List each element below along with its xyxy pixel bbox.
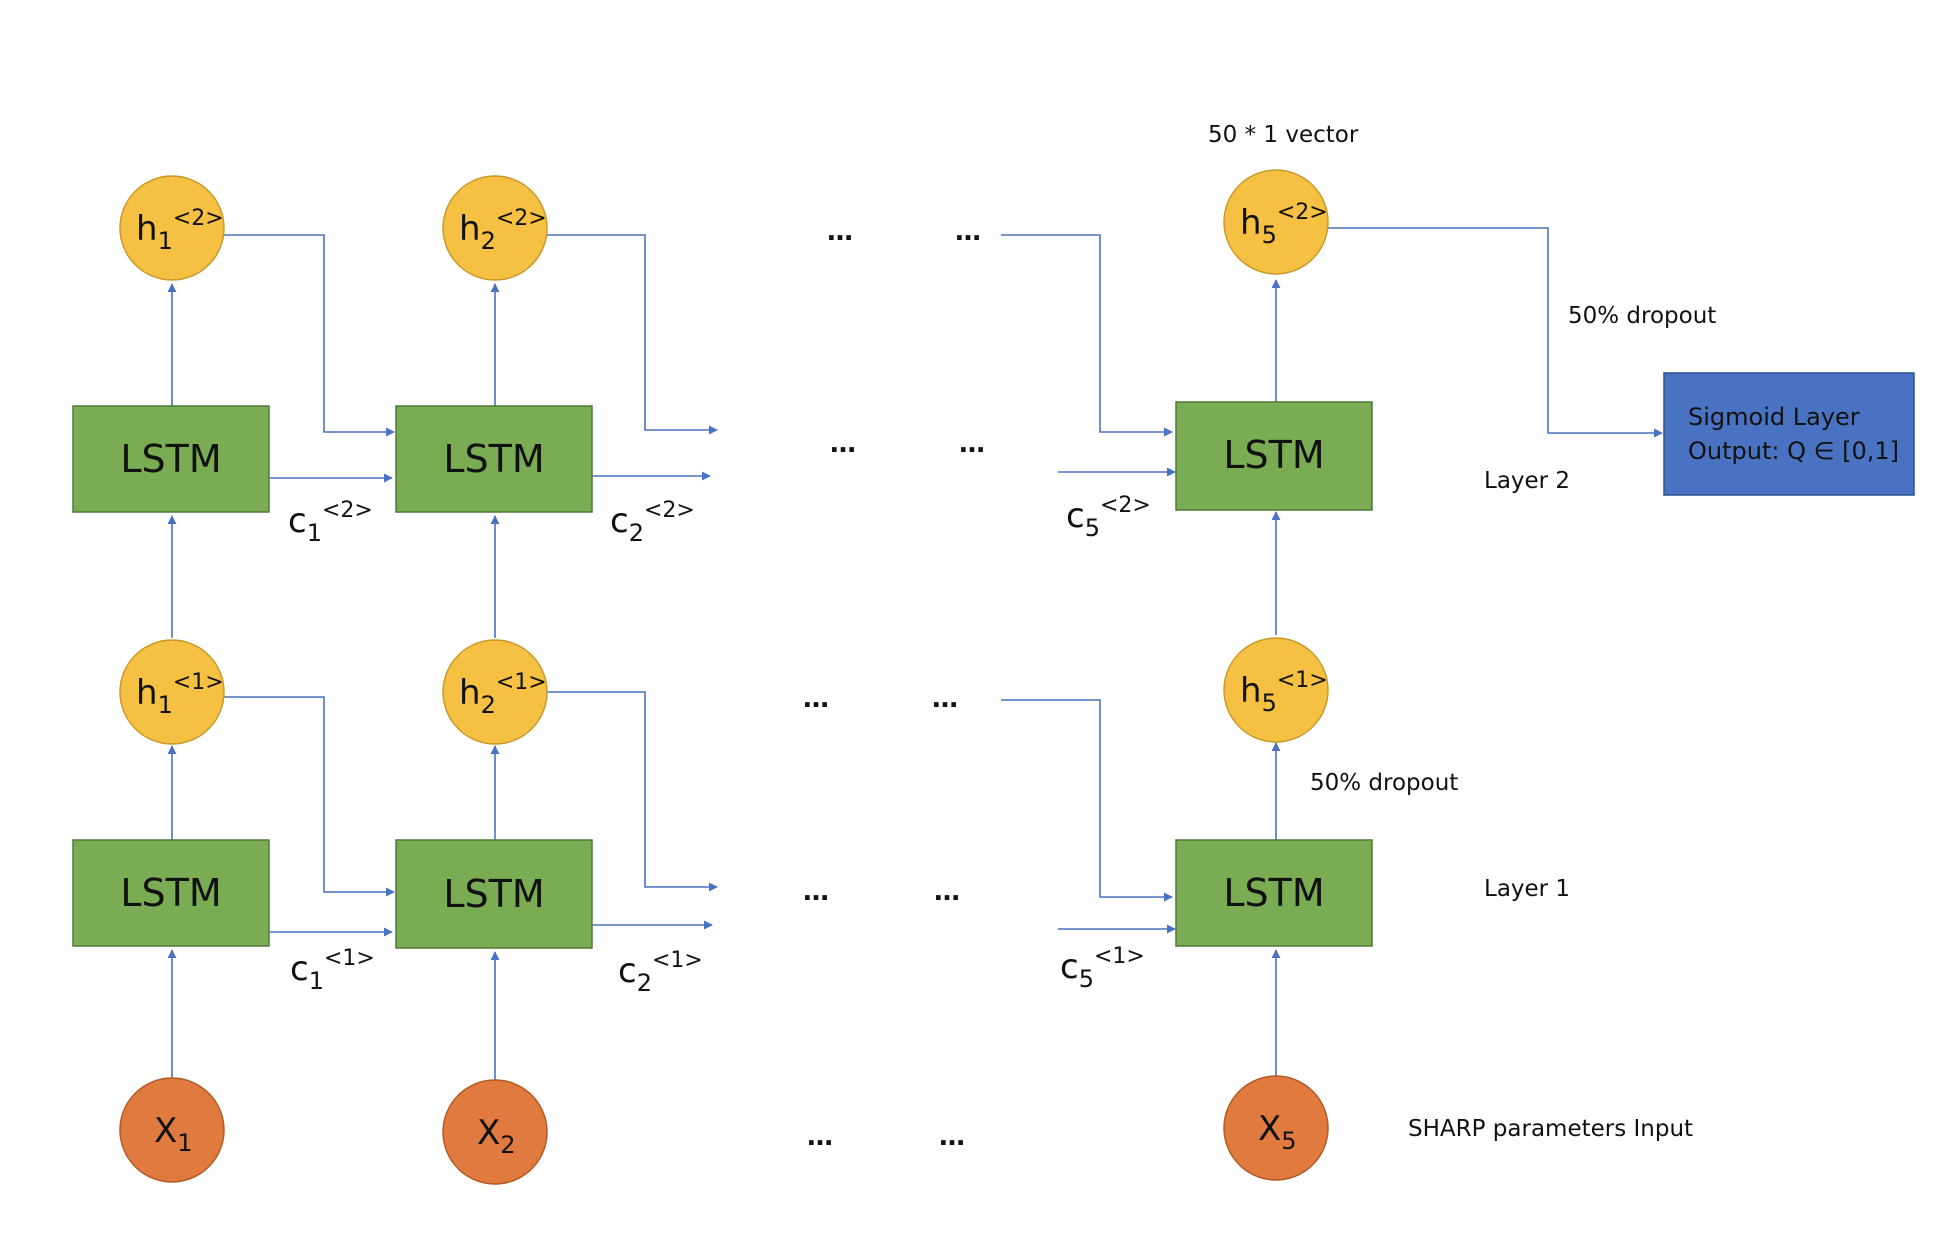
vector-note: 50 * 1 vector	[1208, 122, 1359, 148]
layer1-label: Layer 1	[1484, 876, 1570, 902]
lstm-label: LSTM	[1223, 871, 1324, 915]
lstm-layer1: LSTM LSTM LSTM	[72, 839, 1373, 949]
nodes: h1<2> h2<2> h5<2> h1<1> h2<1> h5<1> X1 X2 X5	[119, 169, 1329, 1185]
cell-state-layer1-label-1: c1<1>	[290, 946, 375, 995]
ellipsis: …	[939, 1122, 965, 1152]
input-label-2: X2	[477, 1113, 516, 1159]
arrow-h-dots-1-recurrent	[1001, 699, 1173, 902]
hidden-state-layer1-node-2	[442, 639, 548, 745]
cell-state-layer1-label-5: c5<1>	[1060, 944, 1145, 993]
layer2-label: Layer 2	[1484, 468, 1570, 494]
arrow-h2-1-recurrent	[547, 691, 718, 892]
ellipsis: …	[827, 217, 853, 247]
input-node-1	[119, 1077, 225, 1183]
input-label-5: X5	[1258, 1109, 1297, 1155]
cell-state-layer2-label-2: c2<2>	[610, 498, 695, 547]
lstm-layer2: LSTM LSTM LSTM	[72, 401, 1373, 513]
sigmoid-layer: Sigmoid Layer Output: Q ∈ [0,1]	[1663, 372, 1915, 496]
annotations: 50 * 1 vector 50% dropout 50% dropout La…	[1208, 122, 1716, 1142]
hidden-state-layer2-node-1	[119, 175, 225, 281]
lstm-label: LSTM	[443, 437, 544, 481]
ellipsis: …	[803, 877, 829, 907]
hidden-state-layer2-node-5	[1223, 169, 1329, 275]
hidden-state-layer2-label-1: h1<2>	[136, 206, 224, 255]
dropout-note-top: 50% dropout	[1568, 303, 1716, 329]
lstm-box-layer2-col5	[1175, 401, 1373, 511]
cell-state-layer1-label-2: c2<1>	[618, 948, 703, 997]
connectors	[167, 227, 1663, 1080]
hidden-state-layer1-label-5: h5<1>	[1240, 668, 1328, 717]
arrow-h-dots-2-recurrent	[1001, 234, 1173, 437]
ellipsis: …	[934, 877, 960, 907]
sigmoid-title: Sigmoid Layer	[1688, 403, 1860, 431]
arrow-h5-2-to-sigmoid	[1328, 227, 1663, 438]
ellipsis: …	[807, 1122, 833, 1152]
input-label: SHARP parameters Input	[1408, 1116, 1693, 1142]
hidden-state-layer1-label-1: h1<1>	[136, 670, 224, 719]
lstm-box-layer1-col5	[1175, 839, 1373, 947]
lstm-label: LSTM	[120, 871, 221, 915]
input-label-1: X1	[154, 1111, 193, 1157]
lstm-box-layer1-col2	[395, 839, 593, 949]
lstm-label: LSTM	[443, 872, 544, 916]
arrow-h2-2-recurrent	[547, 234, 718, 435]
hidden-state-layer2-node-2	[442, 175, 548, 281]
ellipsis: …	[955, 217, 981, 247]
cell-state-labels: c1<2> c2<2> c5<2> c1<1> c2<1> c5<1>	[288, 493, 1151, 997]
dropout-note-mid: 50% dropout	[1310, 770, 1458, 796]
cell-state-layer2-label-5: c5<2>	[1066, 493, 1151, 542]
hidden-state-layer1-label-2: h2<1>	[459, 670, 547, 719]
sigmoid-box	[1663, 372, 1915, 496]
ellipsis: …	[803, 684, 829, 714]
ellipses: … … … … … … … … … …	[803, 217, 985, 1152]
cell-state-layer2-label-1: c1<2>	[288, 498, 373, 547]
hidden-state-layer1-node-5	[1223, 637, 1329, 743]
sigmoid-output: Output: Q ∈ [0,1]	[1688, 437, 1899, 465]
hidden-state-layer2-label-5: h5<2>	[1240, 200, 1328, 249]
hidden-state-layer2-label-2: h2<2>	[459, 206, 547, 255]
ellipsis: …	[959, 429, 985, 459]
arrow-h1-2-recurrent	[224, 234, 395, 437]
lstm-box-layer2-col2	[395, 405, 593, 513]
ellipsis: …	[932, 684, 958, 714]
lstm-label: LSTM	[120, 437, 221, 481]
lstm-label: LSTM	[1223, 433, 1324, 477]
hidden-state-layer1-node-1	[119, 639, 225, 745]
arrow-h1-1-recurrent	[224, 696, 395, 897]
ellipsis: …	[830, 429, 856, 459]
lstm-box-layer1-col1	[72, 839, 270, 947]
input-node-5	[1223, 1075, 1329, 1181]
input-node-2	[442, 1079, 548, 1185]
lstm-box-layer2-col1	[72, 405, 270, 513]
